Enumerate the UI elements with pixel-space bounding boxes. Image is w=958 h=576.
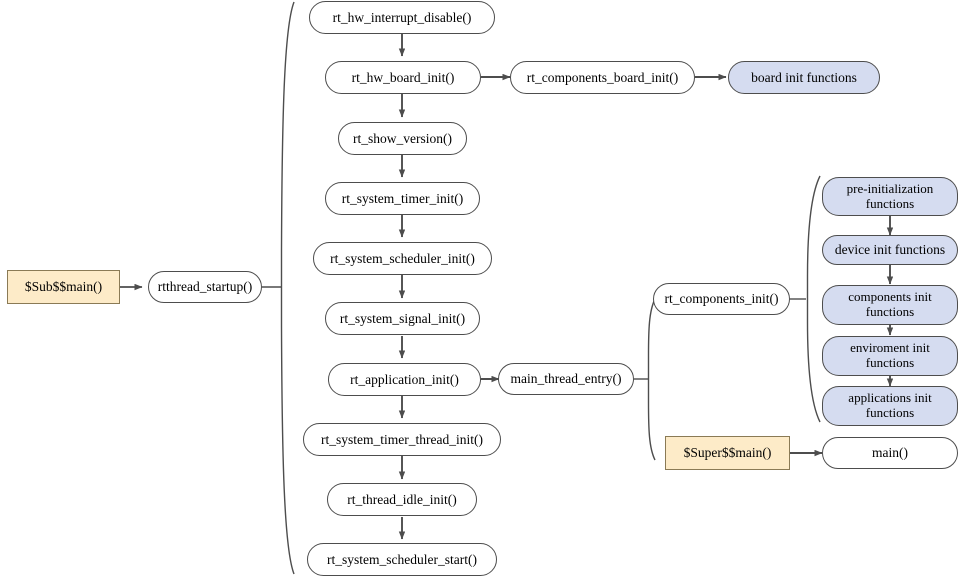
node-rt-hw-board-init[interactable]: rt_hw_board_init() (325, 61, 481, 94)
node-main-thread-entry[interactable]: main_thread_entry() (498, 363, 634, 395)
brace-startup-column (280, 1, 295, 575)
node-rtthread-startup[interactable]: rtthread_startup() (148, 271, 262, 303)
node-device-init-functions[interactable]: device init functions (822, 235, 958, 265)
node-applications-init-functions[interactable]: applications init functions (822, 386, 958, 426)
brace-main-thread-entry (647, 298, 656, 461)
node-components-init-functions[interactable]: components init functions (822, 285, 958, 325)
node-rt-components-board-init[interactable]: rt_components_board_init() (510, 61, 695, 94)
node-super-main[interactable]: $Super$$main() (665, 436, 790, 470)
brace-init-functions (806, 175, 821, 423)
node-enviroment-init-functions[interactable]: enviroment init functions (822, 336, 958, 376)
node-pre-initialization-functions[interactable]: pre-initialization functions (822, 177, 958, 216)
node-board-init-functions[interactable]: board init functions (728, 61, 880, 94)
node-rt-system-scheduler-init[interactable]: rt_system_scheduler_init() (313, 242, 492, 275)
node-rt-thread-idle-init[interactable]: rt_thread_idle_init() (327, 483, 477, 516)
node-rt-system-timer-init[interactable]: rt_system_timer_init() (325, 182, 480, 215)
node-main[interactable]: main() (822, 437, 958, 469)
node-rt-application-init[interactable]: rt_application_init() (328, 363, 481, 396)
node-rt-components-init[interactable]: rt_components_init() (653, 283, 790, 315)
node-rt-system-scheduler-start[interactable]: rt_system_scheduler_start() (307, 543, 497, 576)
node-rt-hw-interrupt-disable[interactable]: rt_hw_interrupt_disable() (309, 1, 495, 34)
node-rt-show-version[interactable]: rt_show_version() (338, 122, 467, 155)
node-rt-system-signal-init[interactable]: rt_system_signal_init() (325, 302, 480, 335)
node-sub-main[interactable]: $Sub$$main() (7, 270, 120, 304)
node-rt-system-timer-thread-init[interactable]: rt_system_timer_thread_init() (303, 423, 501, 456)
